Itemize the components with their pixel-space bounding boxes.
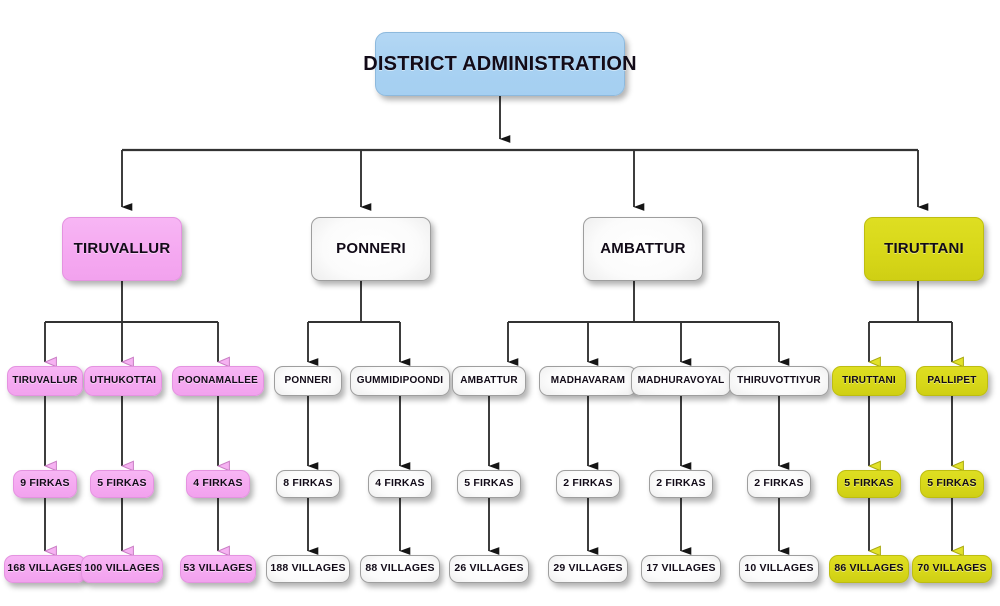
node-villages-poonamallee[interactable]: 53 VILLAGES (180, 555, 256, 583)
node-firkas-pallipet[interactable]: 5 FIRKAS (920, 470, 984, 498)
node-villages-madhavaram[interactable]: 29 VILLAGES (548, 555, 628, 583)
node-taluk-tiruttani[interactable]: TIRUTTANI (832, 366, 906, 396)
node-taluk-tiruvallur[interactable]: TIRUVALLUR (7, 366, 83, 396)
node-taluk-pallipet[interactable]: PALLIPET (916, 366, 988, 396)
node-villages-pallipet[interactable]: 70 VILLAGES (912, 555, 992, 583)
node-villages-ambattur[interactable]: 26 VILLAGES (449, 555, 529, 583)
node-firkas-madhavaram[interactable]: 2 FIRKAS (556, 470, 620, 498)
node-taluk-ambattur[interactable]: AMBATTUR (452, 366, 526, 396)
node-district-administration[interactable]: DISTRICT ADMINISTRATION (363, 32, 637, 96)
node-division-tiruttani[interactable]: TIRUTTANI (864, 217, 984, 281)
node-firkas-gummidipoondi[interactable]: 4 FIRKAS (368, 470, 432, 498)
node-villages-ponneri[interactable]: 188 VILLAGES (266, 555, 350, 583)
node-villages-thiruvottiyur[interactable]: 10 VILLAGES (739, 555, 819, 583)
node-taluk-madhavaram[interactable]: MADHAVARAM (539, 366, 637, 396)
node-taluk-poonamallee[interactable]: POONAMALLEE (172, 366, 264, 396)
node-firkas-ponneri[interactable]: 8 FIRKAS (276, 470, 340, 498)
node-taluk-uthukottai[interactable]: UTHUKOTTAI (84, 366, 162, 396)
node-firkas-ambattur[interactable]: 5 FIRKAS (457, 470, 521, 498)
node-firkas-madhuravoyal[interactable]: 2 FIRKAS (649, 470, 713, 498)
node-villages-tiruvallur[interactable]: 168 VILLAGES (4, 555, 86, 583)
node-villages-madhuravoyal[interactable]: 17 VILLAGES (641, 555, 721, 583)
node-villages-tiruttani[interactable]: 86 VILLAGES (829, 555, 909, 583)
node-taluk-thiruvottiyur[interactable]: THIRUVOTTIYUR (729, 366, 829, 396)
node-division-tiruvallur[interactable]: TIRUVALLUR (62, 217, 182, 281)
node-firkas-tiruttani[interactable]: 5 FIRKAS (837, 470, 901, 498)
node-division-ponneri[interactable]: PONNERI (311, 217, 431, 281)
node-firkas-uthukottai[interactable]: 5 FIRKAS (90, 470, 154, 498)
node-firkas-tiruvallur[interactable]: 9 FIRKAS (13, 470, 77, 498)
node-firkas-poonamallee[interactable]: 4 FIRKAS (186, 470, 250, 498)
node-taluk-ponneri[interactable]: PONNERI (274, 366, 342, 396)
node-villages-gummidipoondi[interactable]: 88 VILLAGES (360, 555, 440, 583)
node-taluk-madhuravoyal[interactable]: MADHURAVOYAL (631, 366, 731, 396)
node-division-ambattur[interactable]: AMBATTUR (583, 217, 703, 281)
node-firkas-thiruvottiyur[interactable]: 2 FIRKAS (747, 470, 811, 498)
node-villages-uthukottai[interactable]: 100 VILLAGES (81, 555, 163, 583)
node-taluk-gummidipoondi[interactable]: GUMMIDIPOONDI (350, 366, 450, 396)
